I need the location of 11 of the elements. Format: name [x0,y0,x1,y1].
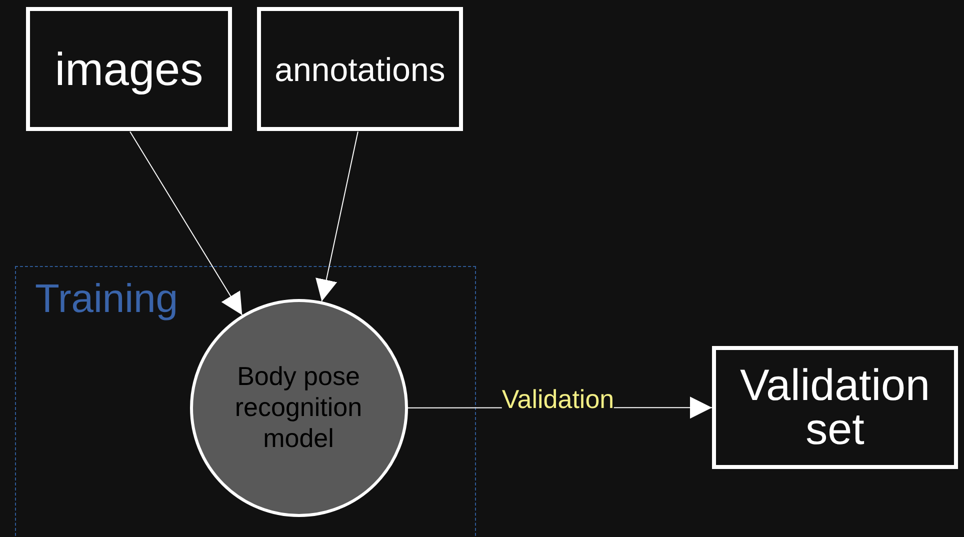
process-box [26,7,232,131]
node-label: Validation set [739,364,931,452]
node-label: images [54,46,204,92]
node-label: Body pose recognition model [234,360,364,454]
group-title: Training [35,277,178,322]
node-label: annotations [274,52,446,86]
process-box [712,346,958,469]
arrow [316,131,358,302]
process-box [257,7,463,131]
arrow [130,131,243,316]
group-frame [15,266,476,537]
